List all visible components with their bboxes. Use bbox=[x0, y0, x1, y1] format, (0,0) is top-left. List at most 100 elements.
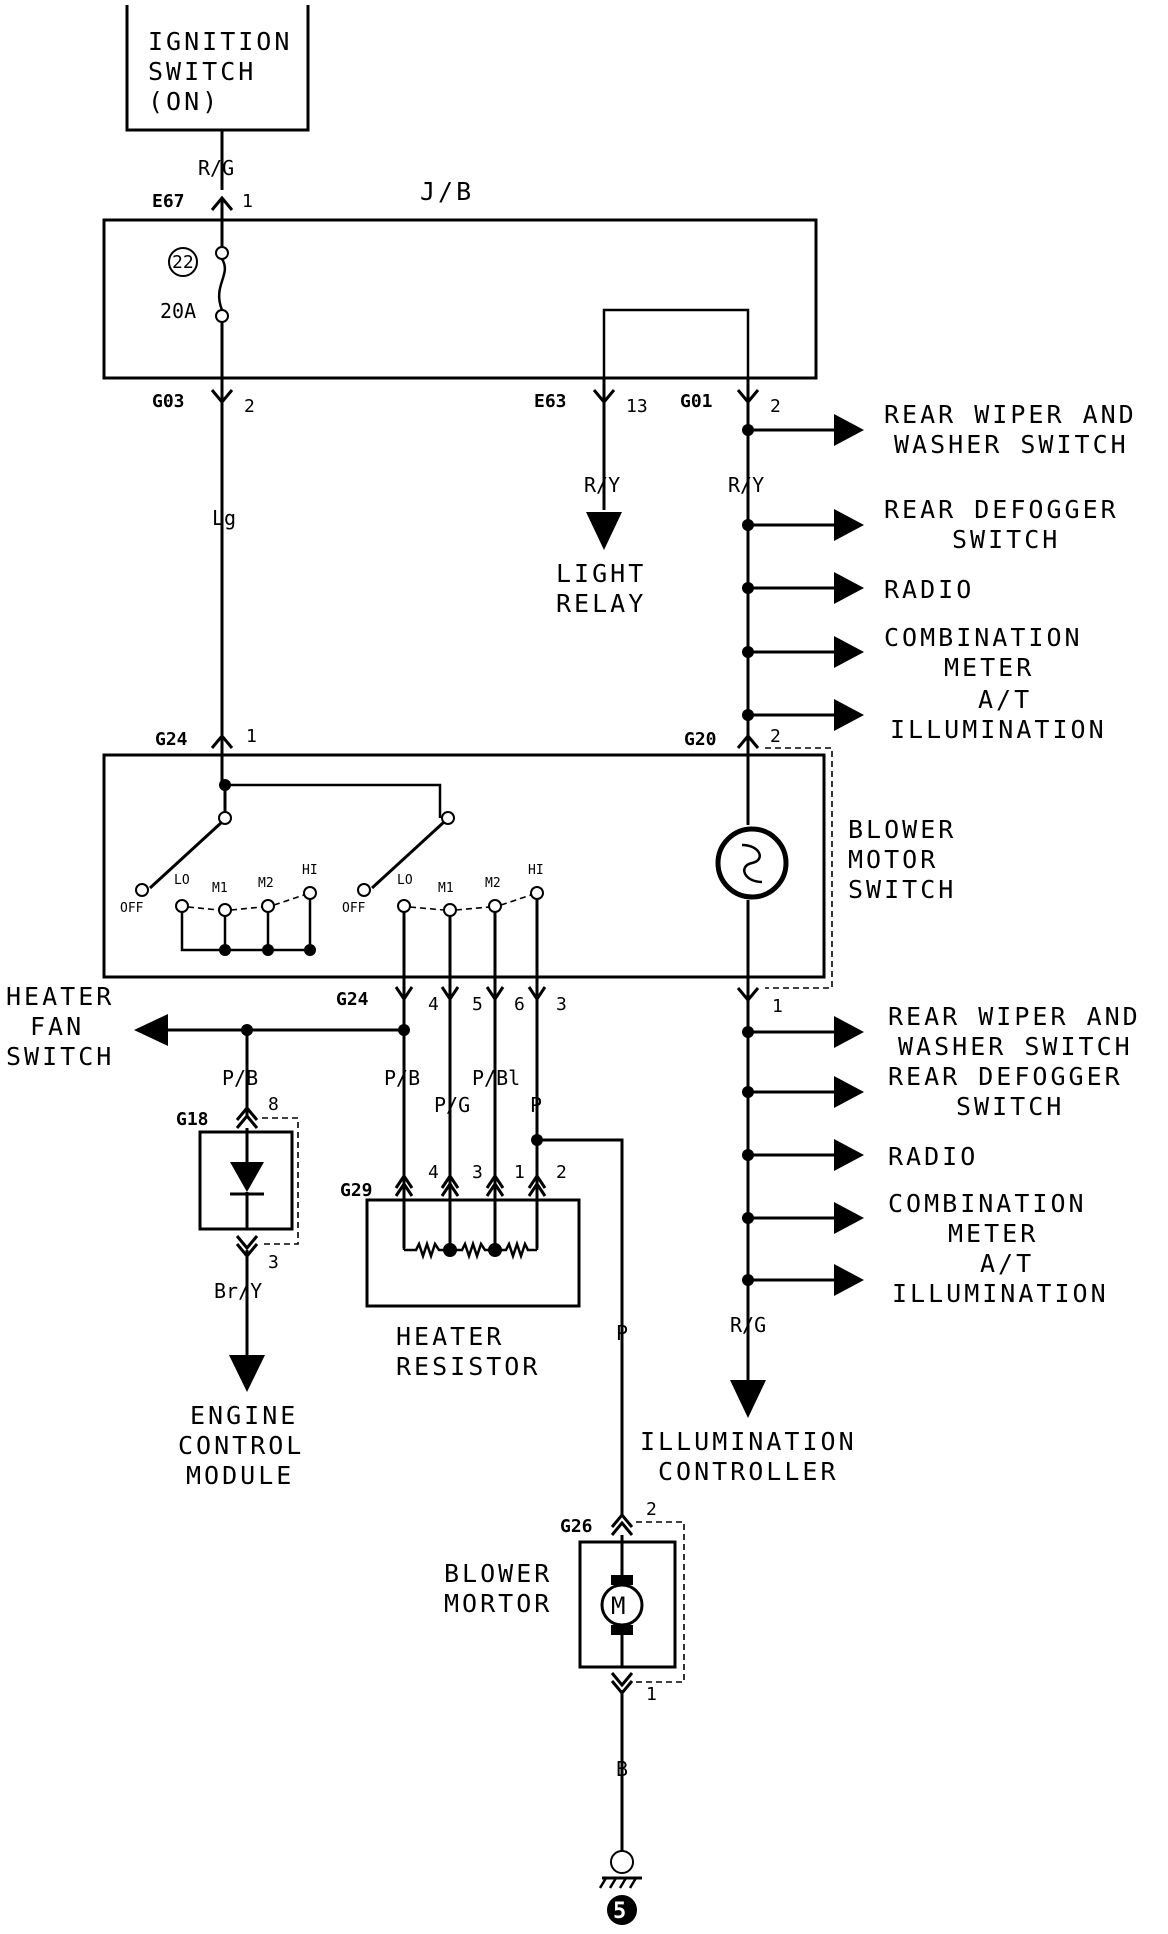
lower-output-at-illumination: A/T ILLUMINATION bbox=[742, 1249, 1109, 1308]
ignition-switch-label-3: (ON) bbox=[148, 87, 220, 116]
fuse: 22 20A bbox=[160, 247, 198, 323]
ground-point: 5 bbox=[598, 1850, 642, 1925]
illumination-controller: ILLUMINATION CONTROLLER bbox=[640, 1427, 857, 1486]
lower-output-5-line-2: ILLUMINATION bbox=[892, 1279, 1109, 1308]
left-switch-m1: M1 bbox=[212, 881, 228, 896]
pin-e63: 13 bbox=[626, 396, 648, 417]
pin-g26-bottom: 1 bbox=[646, 1684, 657, 1705]
ignition-switch: IGNITION SWITCH (ON) bbox=[125, 5, 310, 132]
right-switch-m1: M1 bbox=[438, 881, 454, 896]
light-relay-label-2: RELAY bbox=[556, 589, 646, 618]
upper-output-1-line-1: REAR WIPER AND bbox=[884, 400, 1137, 429]
pin-g20-bottom: 1 bbox=[772, 996, 783, 1017]
fuse-rating: 20A bbox=[160, 299, 196, 323]
connector-e63: E63 bbox=[534, 391, 567, 412]
ecm-label-2: CONTROL bbox=[178, 1431, 304, 1460]
blower-switch-label-2: MOTOR bbox=[848, 845, 938, 874]
left-switch-m2: M2 bbox=[258, 876, 274, 891]
blower-motor bbox=[578, 1540, 677, 1669]
heater-fan-switch-label-2: FAN bbox=[30, 1012, 84, 1041]
upper-output-rear-wiper: REAR WIPER AND WASHER SWITCH bbox=[742, 400, 1137, 459]
right-switch-hi: HI bbox=[528, 863, 544, 878]
pin-g24-b6: 6 bbox=[514, 994, 525, 1015]
ecm-label-3: MODULE bbox=[186, 1461, 294, 1490]
wire-label-ground: B bbox=[616, 1757, 628, 1781]
pin-g24-b4: 4 bbox=[428, 994, 439, 1015]
blower-motor-label-2: MORTOR bbox=[444, 1589, 552, 1618]
pin-g18-top: 8 bbox=[268, 1094, 279, 1115]
pin-g26-top: 2 bbox=[646, 1499, 657, 1520]
left-switch-off: OFF bbox=[120, 901, 144, 916]
lower-output-rear-wiper: REAR WIPER AND WASHER SWITCH bbox=[742, 1002, 1138, 1061]
upper-output-rear-defogger: REAR DEFOGGER SWITCH bbox=[742, 495, 1119, 554]
connector-g01: G01 bbox=[680, 391, 713, 412]
blower-motor-label: BLOWER MORTOR bbox=[444, 1559, 552, 1618]
wire-label-pg: P/G bbox=[434, 1093, 470, 1117]
wire-label-illum-out: R/G bbox=[730, 1313, 766, 1337]
blower-motor-switch-label: BLOWER MOTOR SWITCH bbox=[848, 815, 956, 904]
lower-output-4-line-1: COMBINATION bbox=[888, 1189, 1087, 1218]
wire-label-illum-feed: R/Y bbox=[728, 473, 764, 497]
motor-symbol: M bbox=[611, 1592, 625, 1620]
ignition-switch-label-1: IGNITION bbox=[148, 27, 292, 56]
lower-output-3-line-1: RADIO bbox=[888, 1142, 978, 1171]
heater-resistor bbox=[365, 1198, 581, 1308]
blower-motor-label-1: BLOWER bbox=[444, 1559, 552, 1588]
right-switch-m2: M2 bbox=[485, 876, 501, 891]
lower-output-1-line-2: WASHER SWITCH bbox=[898, 1032, 1133, 1061]
connector-g20: G20 bbox=[684, 729, 717, 750]
left-switch-lo: LO bbox=[174, 873, 190, 888]
lower-output-combination-meter: COMBINATION METER bbox=[742, 1189, 1087, 1248]
connector-e67: E67 bbox=[152, 191, 185, 212]
wire-label-pbl: P/Bl bbox=[472, 1066, 520, 1090]
pin-g03: 2 bbox=[244, 396, 255, 417]
engine-control-module: ENGINE CONTROL MODULE bbox=[178, 1401, 304, 1490]
wire-label-heater-fan: P/B bbox=[222, 1066, 258, 1090]
heater-resistor-label-2: RESISTOR bbox=[396, 1352, 540, 1381]
blower-motor-switch bbox=[102, 753, 826, 979]
ground-number: 5 bbox=[613, 1899, 626, 1924]
pin-g01: 2 bbox=[770, 396, 781, 417]
upper-output-combination-meter: COMBINATION METER bbox=[742, 623, 1083, 682]
heater-fan-switch-label-1: HEATER bbox=[6, 982, 114, 1011]
illum-controller-label-2: CONTROLLER bbox=[658, 1457, 839, 1486]
upper-output-4-line-2: METER bbox=[944, 653, 1034, 682]
lower-output-radio: RADIO bbox=[742, 1139, 978, 1171]
upper-output-5-line-1: A/T bbox=[978, 685, 1032, 714]
junction-block-label: J/B bbox=[420, 177, 474, 206]
upper-output-radio: RADIO bbox=[742, 572, 971, 604]
pin-g20: 2 bbox=[770, 726, 781, 747]
ignition-switch-label-2: SWITCH bbox=[148, 57, 256, 86]
wire-label-ecm: Br/Y bbox=[214, 1279, 262, 1303]
upper-output-4-line-1: COMBINATION bbox=[884, 623, 1083, 652]
connector-g24-bottom: G24 bbox=[336, 989, 369, 1010]
heater-fan-switch: HEATER FAN SWITCH bbox=[6, 982, 114, 1071]
illum-controller-label-1: ILLUMINATION bbox=[640, 1427, 857, 1456]
right-switch-lo: LO bbox=[397, 873, 413, 888]
pin-g29-1: 1 bbox=[514, 1162, 525, 1183]
lower-output-rear-defogger: REAR DEFOGGER SWITCH bbox=[742, 1062, 1123, 1121]
wire-label-motor-feed: P bbox=[616, 1321, 628, 1345]
upper-output-at-illumination: A/T ILLUMINATION bbox=[742, 685, 1104, 744]
junction-block bbox=[102, 218, 818, 380]
right-switch-off: OFF bbox=[342, 901, 366, 916]
connector-g03: G03 bbox=[152, 391, 185, 412]
wire-label-p: P bbox=[530, 1093, 542, 1117]
pin-g24-b5: 5 bbox=[472, 994, 483, 1015]
pin-g29-2: 2 bbox=[556, 1162, 567, 1183]
upper-output-2-line-1: REAR DEFOGGER bbox=[884, 495, 1119, 524]
light-relay-label-1: LIGHT bbox=[556, 559, 646, 588]
upper-output-1-line-2: WASHER SWITCH bbox=[894, 430, 1129, 459]
blower-switch-label-1: BLOWER bbox=[848, 815, 956, 844]
wire-label-ign-out: R/G bbox=[198, 156, 234, 180]
lower-output-2-line-1: REAR DEFOGGER bbox=[888, 1062, 1123, 1091]
fuse-number: 22 bbox=[172, 252, 194, 273]
pin-g29-4: 4 bbox=[428, 1162, 439, 1183]
wire-label-fuse-out: Lg bbox=[212, 506, 236, 530]
ecm-label-1: ENGINE bbox=[190, 1401, 298, 1430]
illumination-lamp bbox=[715, 735, 789, 990]
pin-e67: 1 bbox=[242, 191, 253, 212]
wire-label-pb: P/B bbox=[384, 1066, 420, 1090]
lower-output-4-line-2: METER bbox=[948, 1219, 1038, 1248]
left-switch-hi: HI bbox=[302, 863, 318, 878]
